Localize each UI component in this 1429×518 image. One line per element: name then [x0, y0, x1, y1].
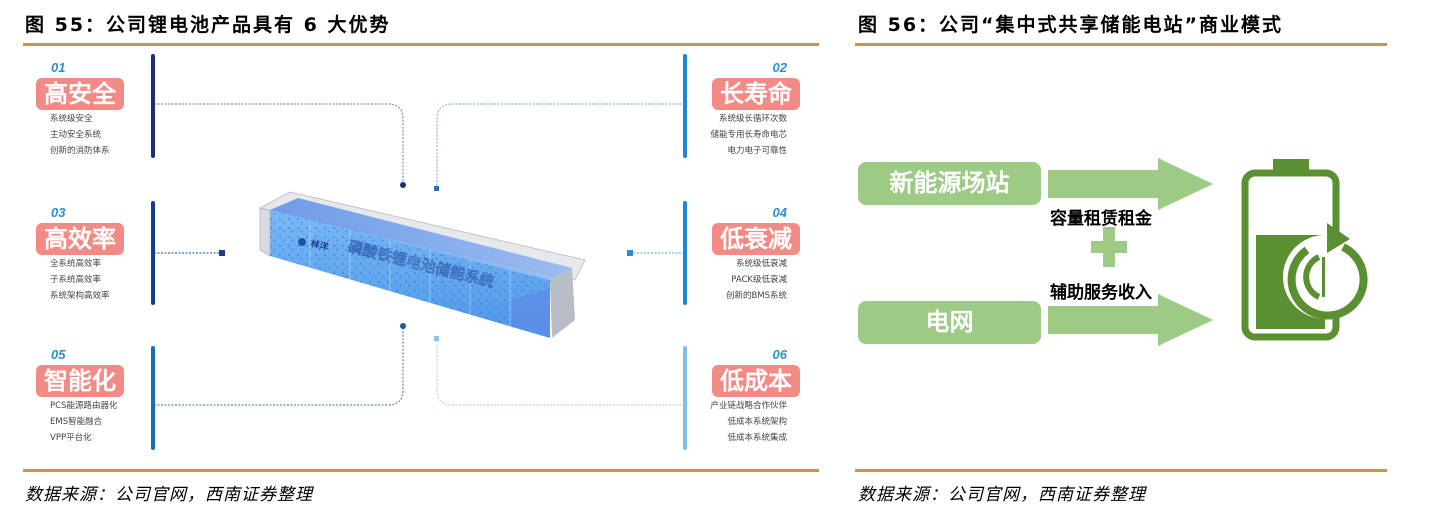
feature-item: 低成本系统架构 [727, 417, 787, 427]
dot-01 [400, 182, 406, 188]
figure-55-title: 图 55：公司锂电池产品具有 6 大优势 [25, 14, 391, 36]
feature-item: 系统级长循环次数 [718, 114, 787, 124]
arrow-right-bottom [1048, 294, 1213, 346]
label-capacity-lease: 容量租赁租金 [1050, 209, 1152, 229]
advantage-title: 长寿命 [712, 78, 800, 110]
advantage-05: 05 智能化 PCS能源路由器化 EMS智能融合 VPP平台化 [36, 347, 124, 446]
arrow-right-top [1048, 158, 1213, 210]
feature-item: 电力电子可靠性 [727, 146, 787, 156]
vbar-04 [683, 201, 687, 305]
connector-lines [154, 103, 685, 406]
advantage-04: 04 低衰减 系统级低衰减 PACK级低衰减 创新的BMS系统 [690, 205, 800, 304]
vbar-02 [683, 54, 687, 158]
advantage-number: 04 [772, 205, 787, 220]
feature-item: 系统级低衰减 [735, 259, 787, 269]
label-ancillary-income: 辅助服务收入 [1050, 283, 1152, 303]
advantage-number: 02 [772, 60, 787, 75]
advantage-number: 05 [51, 347, 66, 362]
feature-item: 系统架构高效率 [50, 291, 110, 301]
battery-container-image: 林洋 磷酸铁锂电池储能系统 [250, 180, 600, 340]
feature-item: EMS智能融合 [50, 417, 103, 427]
feature-item: PCS能源路由器化 [50, 401, 118, 411]
feature-item: 创新的BMS系统 [725, 291, 787, 301]
battery-recycle-icon [1241, 159, 1368, 341]
advantage-03: 03 高效率 全系统高效率 子系统高效率 系统架构高效率 [36, 205, 124, 304]
figure-56-source: 数据来源：公司官网，西南证券整理 [858, 485, 1146, 505]
advantage-01: 01 高安全 系统级安全 主动安全系统 创新的消防体系 [36, 60, 124, 159]
figure-55-top-rule [23, 43, 819, 46]
advantage-title: 高效率 [36, 223, 124, 255]
advantage-title: 智能化 [36, 365, 124, 397]
feature-item: VPP平台化 [50, 433, 92, 443]
feature-item: 子系统高效率 [50, 275, 102, 285]
feature-item: 主动安全系统 [50, 130, 102, 140]
feature-item: PACK级低衰减 [731, 275, 787, 285]
figure-56-title: 图 56：公司“集中式共享储能电站”商业模式 [858, 14, 1284, 36]
vbar-01 [151, 54, 155, 158]
feature-item: 产业链战略合作伙伴 [710, 401, 787, 411]
vbar-05 [151, 346, 155, 450]
box-power-grid: 电网 [858, 301, 1041, 344]
feature-item: 全系统高效率 [50, 259, 102, 269]
advantage-title: 低成本 [712, 365, 800, 397]
advantage-02: 02 长寿命 系统级长循环次数 储能专用长寿命电芯 电力电子可靠性 [690, 60, 800, 159]
feature-item: 系统级安全 [50, 114, 93, 124]
advantage-06: 06 低成本 产业链战略合作伙伴 低成本系统架构 低成本系统集成 [690, 347, 800, 446]
advantage-title: 低衰减 [712, 223, 800, 255]
feature-item: 储能专用长寿命电芯 [710, 130, 787, 140]
box-new-energy-station: 新能源场站 [858, 162, 1041, 205]
advantage-number: 03 [51, 205, 66, 220]
arrows [1048, 158, 1213, 346]
figure-56-top-rule [855, 43, 1387, 46]
plus-icon [1091, 227, 1127, 267]
figure-55-bottom-rule [23, 469, 819, 472]
figure-55-source: 数据来源：公司官网，西南证券整理 [25, 485, 313, 505]
advantage-number: 06 [772, 347, 787, 362]
vbar-03 [151, 201, 155, 305]
vbar-06 [683, 346, 687, 450]
feature-item: 低成本系统集成 [727, 433, 787, 443]
feature-item: 创新的消防体系 [50, 146, 110, 156]
advantage-title: 高安全 [36, 78, 124, 110]
figure-56-bottom-rule [855, 469, 1387, 472]
advantage-number: 01 [51, 60, 66, 75]
